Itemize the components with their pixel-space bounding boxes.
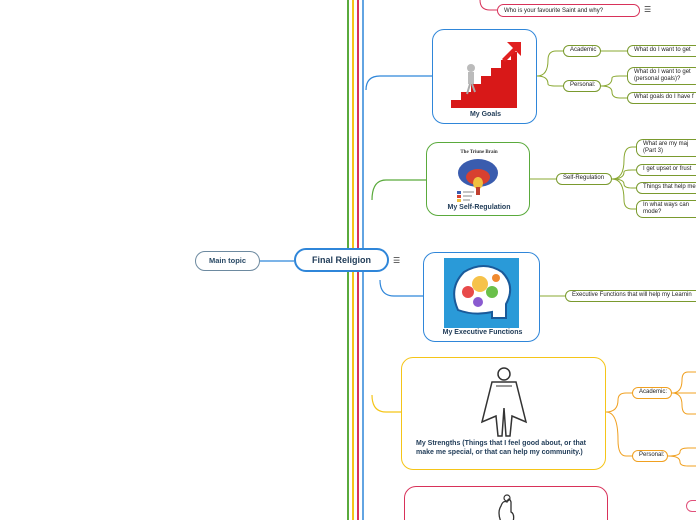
goals-title: My Goals xyxy=(469,111,502,118)
brain-cartoon-icon xyxy=(444,258,519,328)
executive-functions-item[interactable]: Executive Functions that will help my Le… xyxy=(565,290,696,302)
main-topic-label: Main topic xyxy=(208,256,247,265)
self-regulation-title: My Self-Regulation xyxy=(447,204,511,211)
self-regulation-item-4[interactable]: In what ways can mode? xyxy=(636,200,696,218)
self-regulation-item-3[interactable]: Things that help me xyxy=(636,182,696,194)
main-topic-node[interactable]: Main topic xyxy=(195,251,260,271)
bottom-node[interactable] xyxy=(404,486,608,520)
goals-personal-item-2[interactable]: What goals do I have f xyxy=(627,92,696,104)
goals-academic-label[interactable]: Academic xyxy=(563,45,601,57)
goals-academic-text: Academic xyxy=(570,47,597,53)
goals-academic-item-text: What do I want to get xyxy=(634,47,691,53)
self-regulation-label-text: Self-Regulation xyxy=(563,175,605,181)
self-regulation-label[interactable]: Self-Regulation xyxy=(556,173,612,185)
self-regulation-item-4-text: In what ways can mode? xyxy=(643,202,690,215)
strengths-personal-label[interactable]: Personal: xyxy=(632,450,668,462)
self-regulation-item-2[interactable]: I get upset or frust xyxy=(636,164,696,176)
goals-academic-item[interactable]: What do I want to get xyxy=(627,45,696,57)
saint-question-text: Who is your favourite Saint and why? xyxy=(504,8,604,14)
superhero-icon xyxy=(480,367,528,437)
goals-node[interactable]: My Goals xyxy=(432,29,537,124)
saint-question-item[interactable]: Who is your favourite Saint and why? xyxy=(497,4,640,17)
executive-functions-node[interactable]: My Executive Functions xyxy=(423,252,540,342)
strengths-academic-text: Academic: xyxy=(639,389,668,395)
executive-functions-item-text: Executive Functions that will help my Le… xyxy=(572,292,692,298)
self-regulation-item-1[interactable]: What are my maj (Part 3) xyxy=(636,139,696,157)
central-topic-node[interactable]: Final Religion xyxy=(294,248,389,272)
self-regulation-item-1-text: What are my maj (Part 3) xyxy=(643,141,689,154)
triune-brain-icon xyxy=(457,159,498,202)
central-topic-label: Final Religion xyxy=(311,255,371,265)
bottom-partial-item[interactable] xyxy=(686,500,696,512)
self-regulation-item-2-text: I get upset or frust xyxy=(643,166,692,172)
triune-brain-image-title: The Triune Brain xyxy=(460,150,498,155)
goals-personal-item-1-text: What do I want to get (personal goals)? xyxy=(634,69,691,82)
strengths-academic-label[interactable]: Academic: xyxy=(632,387,672,399)
goals-personal-text: Personal: xyxy=(570,82,596,88)
strengths-title: My Strengths (Things that I feel good ab… xyxy=(416,440,586,456)
executive-functions-title: My Executive Functions xyxy=(442,329,523,336)
strengths-node[interactable]: My Strengths (Things that I feel good ab… xyxy=(401,357,606,470)
goals-personal-item-2-text: What goals do I have f xyxy=(634,94,694,100)
hamburger-icon[interactable]: ☰ xyxy=(644,5,652,14)
hamburger-icon[interactable]: ☰ xyxy=(393,256,401,265)
goals-personal-label[interactable]: Personal: xyxy=(563,80,601,92)
goals-personal-item-1[interactable]: What do I want to get (personal goals)? xyxy=(627,67,696,85)
strengths-personal-text: Personal: xyxy=(639,452,665,458)
stairs-to-success-icon xyxy=(451,42,521,108)
hand-gesture-icon xyxy=(498,494,515,520)
self-regulation-item-3-text: Things that help me xyxy=(643,184,696,190)
self-regulation-node[interactable]: The Triune Brain My Self-Regulation xyxy=(426,142,530,216)
